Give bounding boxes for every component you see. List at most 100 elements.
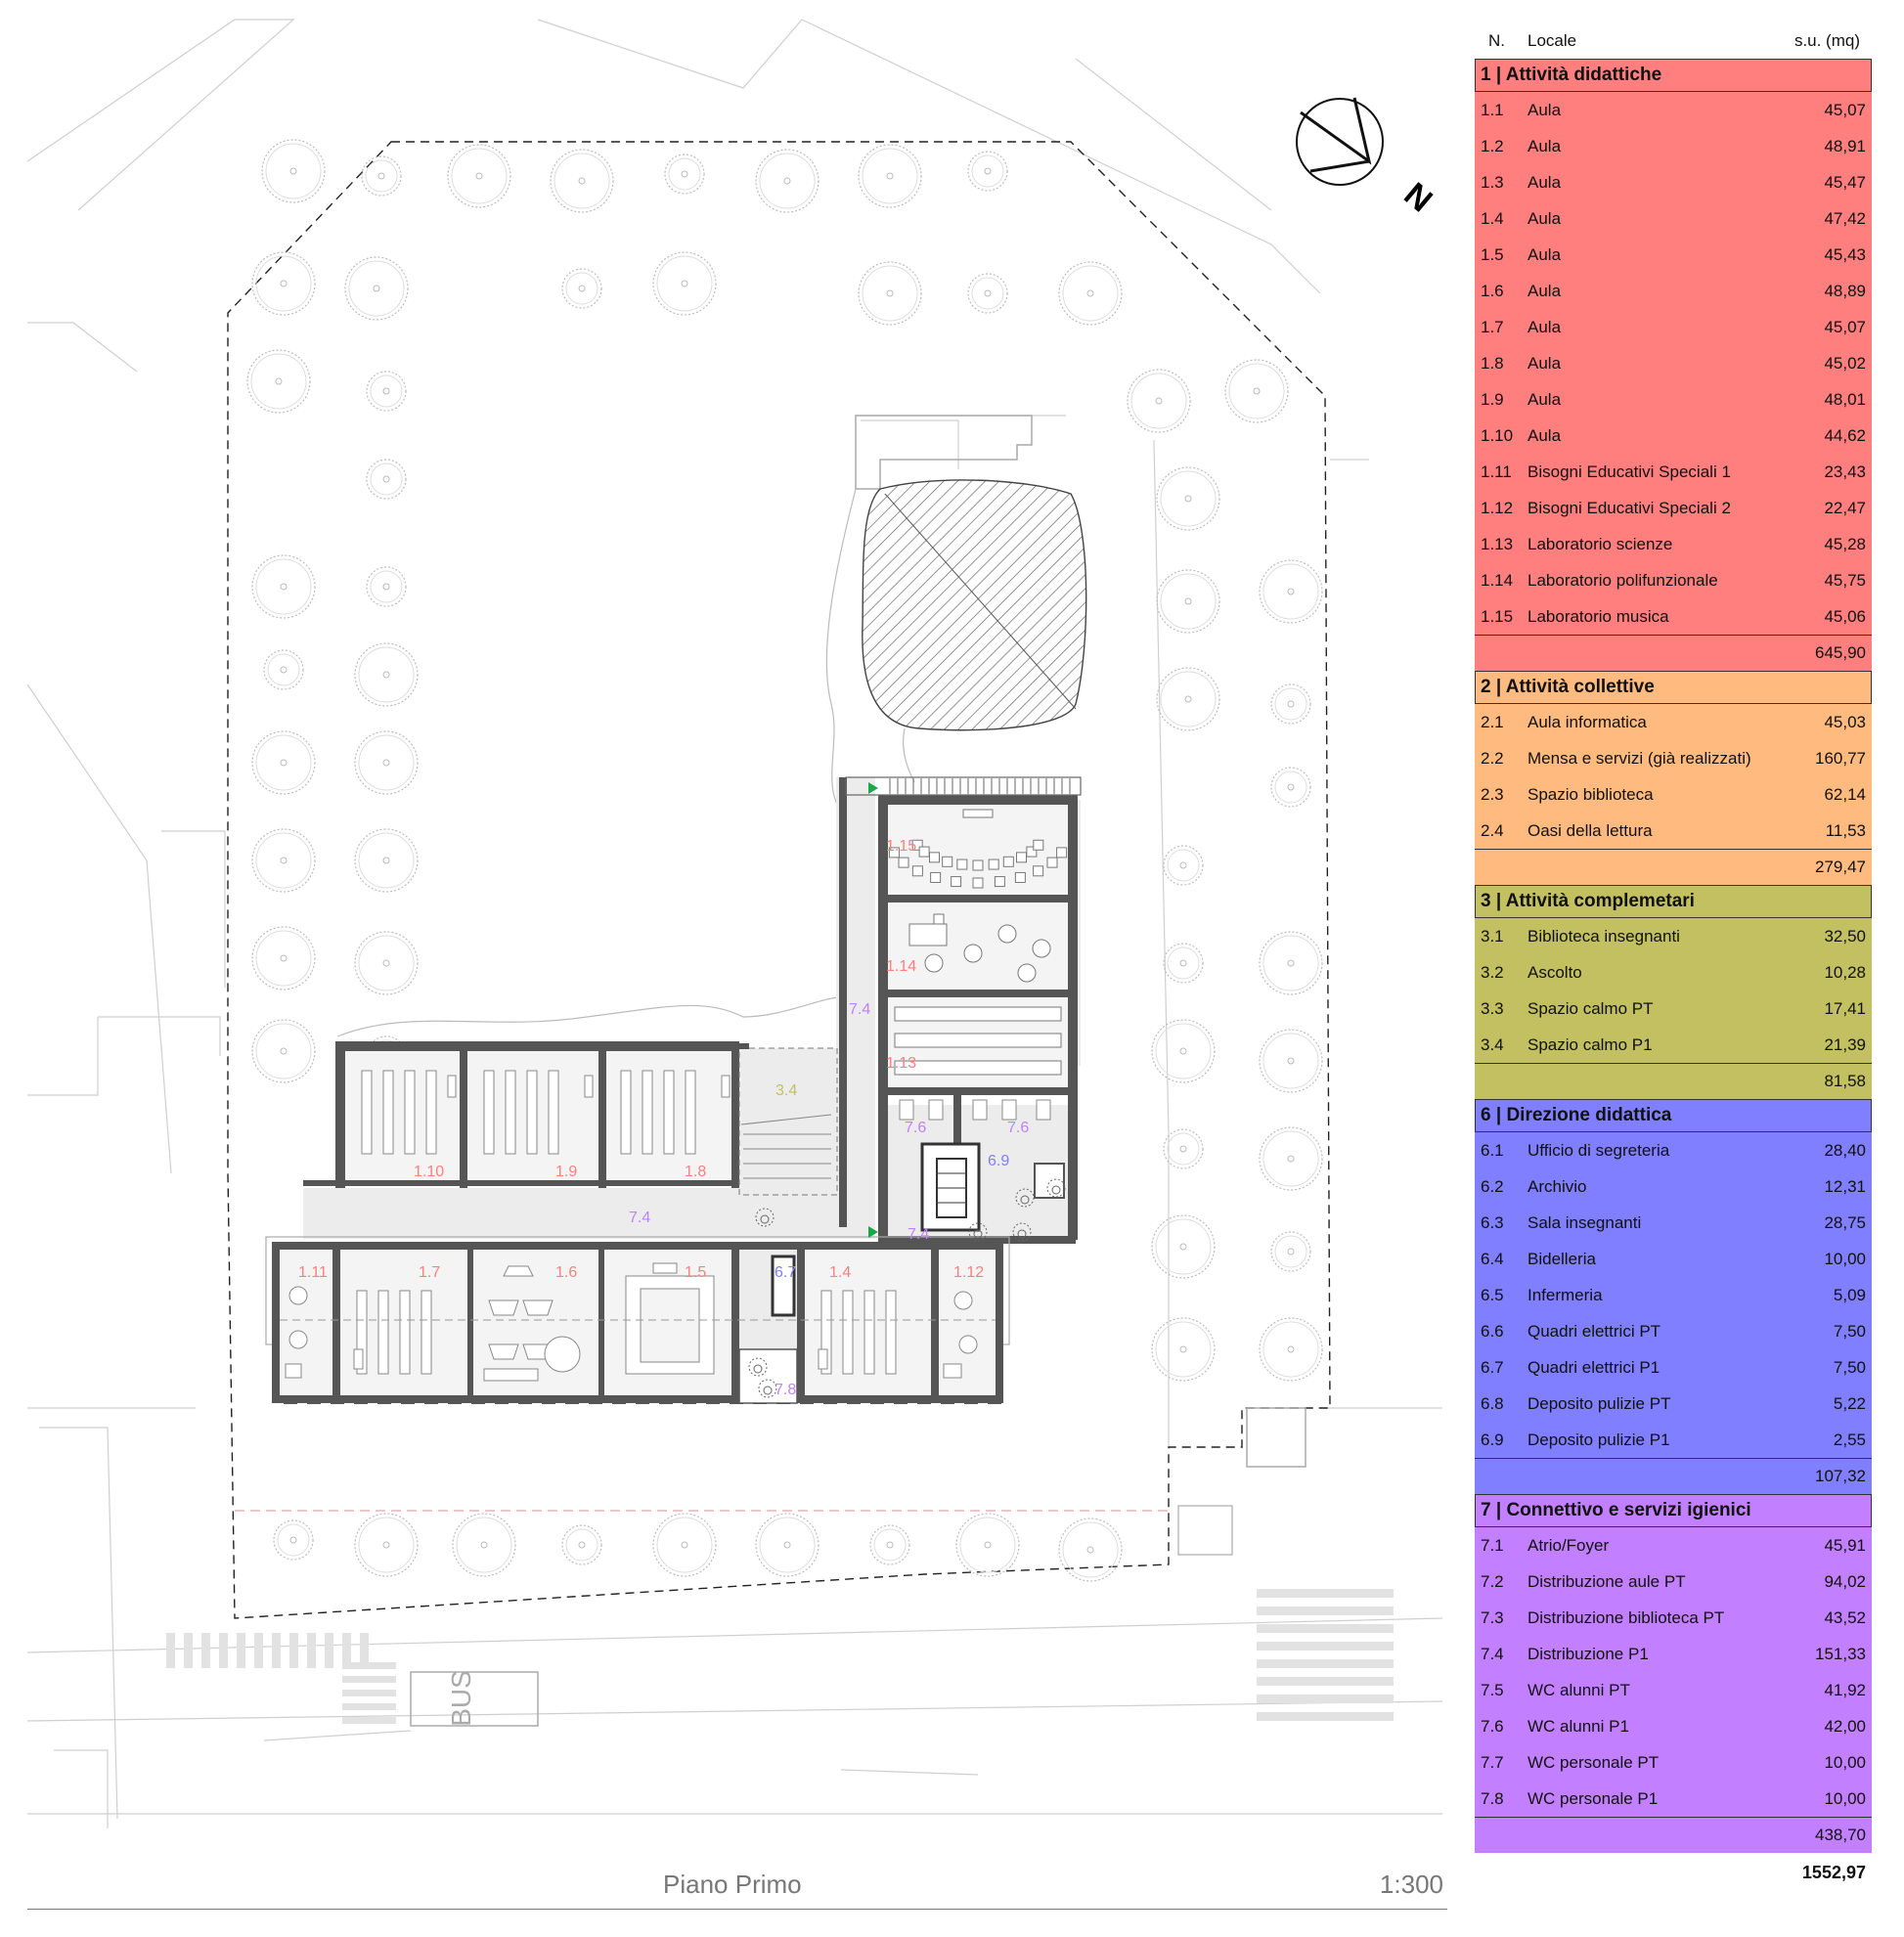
- room-name: Distribuzione aule PT: [1528, 1572, 1686, 1591]
- room-name: Bisogni Educativi Speciali 2: [1528, 499, 1731, 517]
- room-name: Archivio: [1528, 1177, 1587, 1196]
- room-label-3-4: 3.4: [775, 1082, 797, 1099]
- tree: [354, 642, 419, 707]
- room-number: 1.3: [1481, 173, 1504, 192]
- room-area: 5,09: [1833, 1286, 1866, 1304]
- room-area: 28,75: [1824, 1213, 1866, 1232]
- tree: [1259, 559, 1323, 624]
- room-area: 10,00: [1824, 1753, 1866, 1772]
- room-label-7-4-east: 7.4: [908, 1226, 929, 1243]
- room-area: 45,06: [1824, 607, 1866, 626]
- room-area: 10,00: [1824, 1789, 1866, 1808]
- room-area: 2,55: [1833, 1431, 1866, 1449]
- room-area: 22,47: [1824, 499, 1866, 517]
- tree: [1163, 845, 1204, 886]
- floor-plan: N BUS 1.15 1.14 1.13 1.10 1.9 1.8 1.11 1…: [26, 19, 1443, 1828]
- legend-section-title: 7 | Connettivo e servizi igienici: [1475, 1494, 1872, 1527]
- room-number: 2.2: [1481, 749, 1504, 768]
- tree: [366, 371, 407, 412]
- drawing-scale: 1:300: [1379, 1870, 1443, 1899]
- room-number: 6.6: [1481, 1322, 1504, 1341]
- tree: [1224, 359, 1289, 423]
- room-number: 1.6: [1481, 282, 1504, 300]
- tree: [447, 144, 511, 208]
- room-name: Distribuzione P1: [1528, 1645, 1649, 1663]
- room-area: 151,33: [1815, 1645, 1866, 1663]
- tree: [344, 256, 409, 321]
- tree: [366, 566, 407, 607]
- room-label-1-6: 1.6: [555, 1264, 577, 1281]
- room-name: Sala insegnanti: [1528, 1213, 1642, 1232]
- room-name: Aula: [1528, 245, 1562, 264]
- room-name: Infermeria: [1528, 1286, 1603, 1304]
- legend-section-total: 107,32: [1475, 1458, 1872, 1494]
- room-area: 12,31: [1824, 1177, 1866, 1196]
- room-name: Distribuzione biblioteca PT: [1528, 1608, 1725, 1627]
- tree: [869, 1524, 910, 1565]
- room-name: WC personale PT: [1528, 1753, 1660, 1772]
- tree: [967, 273, 1008, 314]
- room-label-1-4: 1.4: [829, 1264, 851, 1281]
- tree: [251, 926, 316, 991]
- room-label-1-8: 1.8: [685, 1164, 706, 1180]
- tree: [251, 828, 316, 893]
- room-number: 7.5: [1481, 1681, 1504, 1699]
- room-name: Oasi della lettura: [1528, 821, 1653, 840]
- room-name: Aula: [1528, 282, 1562, 300]
- room-number: 1.4: [1481, 209, 1504, 228]
- room-area: 17,41: [1824, 999, 1866, 1018]
- tree: [1259, 1317, 1323, 1382]
- room-number: 1.10: [1481, 426, 1514, 445]
- room-name: Quadri elettrici PT: [1528, 1322, 1661, 1341]
- tree: [652, 251, 717, 316]
- room-name: Laboratorio scienze: [1528, 535, 1673, 553]
- room-label-1-9: 1.9: [555, 1164, 577, 1180]
- tree: [251, 554, 316, 619]
- room-name: Mensa e servizi (già realizzati): [1528, 749, 1751, 768]
- drawing-title: Piano Primo: [663, 1870, 802, 1899]
- room-name: WC alunni PT: [1528, 1681, 1630, 1699]
- room-number: 6.7: [1481, 1358, 1504, 1377]
- room-number: 2.4: [1481, 821, 1504, 840]
- room-name: WC alunni P1: [1528, 1717, 1629, 1736]
- room-number: 2.1: [1481, 713, 1504, 731]
- bus-label: BUS: [446, 1670, 476, 1727]
- room-area: 10,00: [1824, 1250, 1866, 1268]
- drawing-title-bar: Piano Primo 1:300: [27, 1864, 1447, 1910]
- col-area-header: s.u. (mq): [1793, 31, 1860, 50]
- legend-section-title: 3 | Attività complemetari: [1475, 885, 1872, 918]
- building: [265, 776, 1082, 1404]
- entrance-arrow: [868, 782, 878, 794]
- tree: [261, 139, 326, 203]
- room-number: 6.1: [1481, 1141, 1504, 1160]
- room-label-1-10: 1.10: [414, 1164, 444, 1180]
- room-number: 1.7: [1481, 318, 1504, 336]
- room-label-1-7: 1.7: [419, 1264, 440, 1281]
- room-name: Aula: [1528, 390, 1562, 409]
- kiosk: [1246, 1407, 1306, 1468]
- tree: [1156, 667, 1220, 731]
- room-label-7-6-left: 7.6: [905, 1120, 926, 1136]
- room-number: 7.4: [1481, 1645, 1504, 1663]
- legend-row: 7.4 Distribuzione P1 151,33: [1475, 1636, 1872, 1672]
- tree: [1151, 1214, 1216, 1279]
- hatched-area: [862, 479, 1087, 731]
- legend-section-total: 438,70: [1475, 1817, 1872, 1853]
- room-number: 7.6: [1481, 1717, 1504, 1736]
- room-number: 1.2: [1481, 137, 1504, 155]
- legend-section-title: 1 | Attività didattiche: [1475, 59, 1872, 92]
